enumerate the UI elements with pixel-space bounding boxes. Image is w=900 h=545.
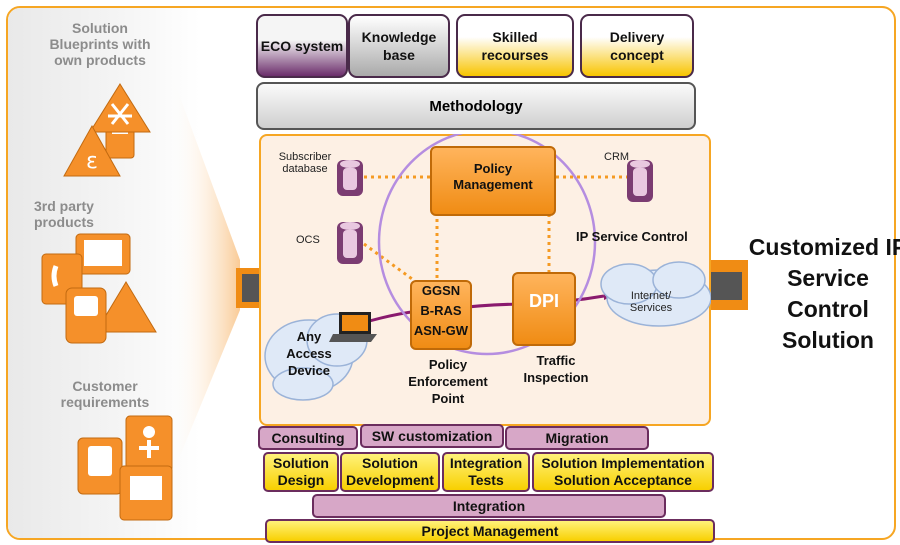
customer-requirements-label: Customer requirements (60, 378, 150, 410)
crm-db-icon (627, 160, 653, 202)
customer-devices-icon (77, 415, 173, 521)
dpi-label: DPI (528, 291, 559, 311)
ip-service-control-label: IP Service Control (576, 229, 688, 244)
blueprint-devices-icon: ε (63, 83, 151, 177)
bras-label: B-RAS (420, 303, 462, 318)
delivery-concept-box: Delivery concept (580, 14, 694, 78)
solution-development-bar: Solution Development (340, 452, 440, 492)
ggsn-label: GGSN (421, 283, 461, 298)
pep-box[interactable] (410, 280, 472, 350)
policy-management-box[interactable] (430, 146, 556, 216)
diagram-connections (264, 134, 711, 401)
ocs-label: OCS (296, 234, 320, 246)
svg-text:ε: ε (86, 149, 98, 174)
integration-tests-bar: Integration Tests (442, 452, 530, 492)
third-party-devices-icon (41, 233, 157, 344)
right-connector-icon (708, 260, 748, 310)
policy-management-label: Policy Management (453, 161, 533, 192)
laptop-icon (329, 312, 377, 342)
dpi-box[interactable] (512, 272, 576, 346)
internet-cloud-icon (600, 261, 711, 327)
any-access-label: Any Access Device (286, 329, 332, 378)
third-party-label: 3rd party products (34, 198, 94, 230)
solution-design-bar: Solution Design (263, 452, 339, 492)
eco-system-box: ECO system (256, 14, 348, 78)
skilled-resources-box: Skilled recourses (456, 14, 574, 78)
solution-implementation-bar: Solution Implementation Solution Accepta… (532, 452, 714, 492)
consulting-bar: Consulting (258, 426, 358, 450)
subscriber-db-icon (337, 160, 363, 196)
subscriber-db-label: Subscriber database (278, 151, 332, 175)
migration-bar: Migration (505, 426, 649, 450)
result-title: Customized IP Service Control Solution (748, 234, 900, 353)
sw-customization-bar: SW customization (360, 424, 504, 448)
solution-blueprints-label: Solution Blueprints with own products (49, 20, 151, 68)
knowledge-base-box: Knowledge base (348, 14, 450, 78)
integration-bar: Integration (312, 494, 666, 518)
left-funnel-icon (170, 70, 264, 480)
asngw-label: ASN-GW (413, 323, 469, 338)
internet-label: Internet/ Services (629, 290, 673, 314)
methodology-bar: Methodology (256, 82, 696, 130)
pep-label: Policy Enforcement Point (408, 357, 488, 406)
project-management-bar: Project Management (265, 519, 715, 543)
ocs-db-icon (337, 222, 363, 264)
crm-label: CRM (604, 151, 630, 163)
traffic-inspection-label: Traffic Inspection (523, 353, 589, 385)
